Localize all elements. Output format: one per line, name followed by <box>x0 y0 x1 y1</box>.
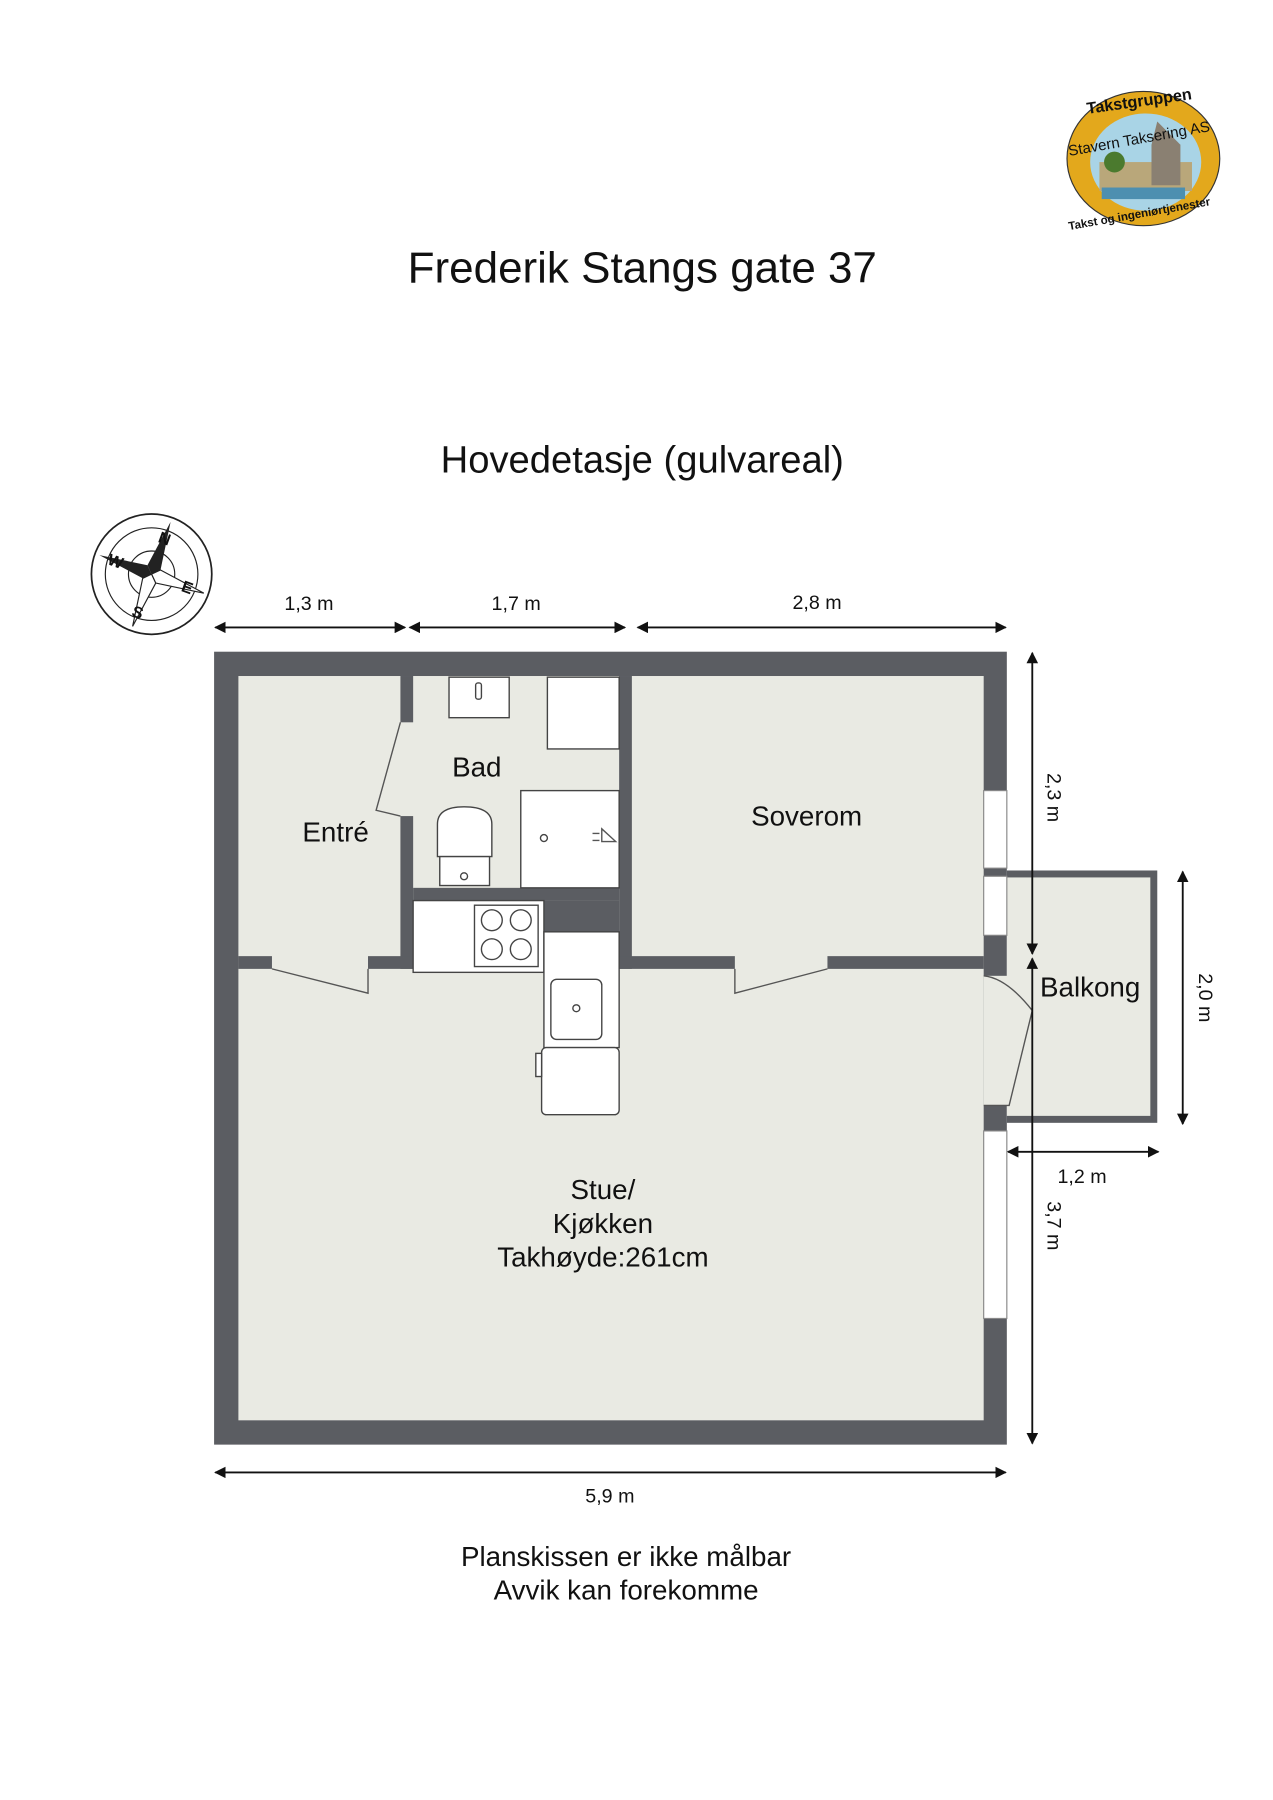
dimension-top-2: 1,7 m <box>492 593 541 615</box>
compass-rose-icon: N E S W <box>90 513 213 636</box>
dimension-bottom-total: 5,9 m <box>585 1486 634 1508</box>
dimension-right-upper: 2,3 m <box>1042 773 1064 822</box>
room-label-entre: Entré <box>302 817 368 848</box>
room-label-bad: Bad <box>452 752 501 783</box>
svg-text:W: W <box>105 551 126 573</box>
dimension-balcony-height: 2,0 m <box>1194 973 1216 1022</box>
company-logo: Takstgruppen Stavern Taksering AS Takst … <box>1066 85 1221 233</box>
dimension-top-1: 1,3 m <box>284 593 333 615</box>
dimension-balcony-width: 1,2 m <box>1057 1166 1106 1188</box>
ceiling-height-label: Takhøyde:261cm <box>497 1241 708 1272</box>
page-title: Frederik Stangs gate 37 <box>408 243 877 292</box>
room-label-kjokken: Kjøkken <box>553 1208 653 1239</box>
floor-plan <box>214 651 1158 1445</box>
dimension-top-3: 2,8 m <box>792 592 841 614</box>
room-label-soverom: Soverom <box>751 800 862 831</box>
svg-text:N: N <box>156 529 173 550</box>
dimension-right-lower: 3,7 m <box>1042 1201 1064 1250</box>
disclaimer-line-1: Planskissen er ikke målbar <box>461 1541 791 1572</box>
room-label-stue: Stue/ <box>571 1174 636 1205</box>
room-label-balkong: Balkong <box>1040 972 1140 1003</box>
disclaimer-line-2: Avvik kan forekomme <box>494 1575 759 1606</box>
floor-title: Hovedetasje (gulvareal) <box>441 438 844 481</box>
dimension-lines <box>214 621 1189 1479</box>
